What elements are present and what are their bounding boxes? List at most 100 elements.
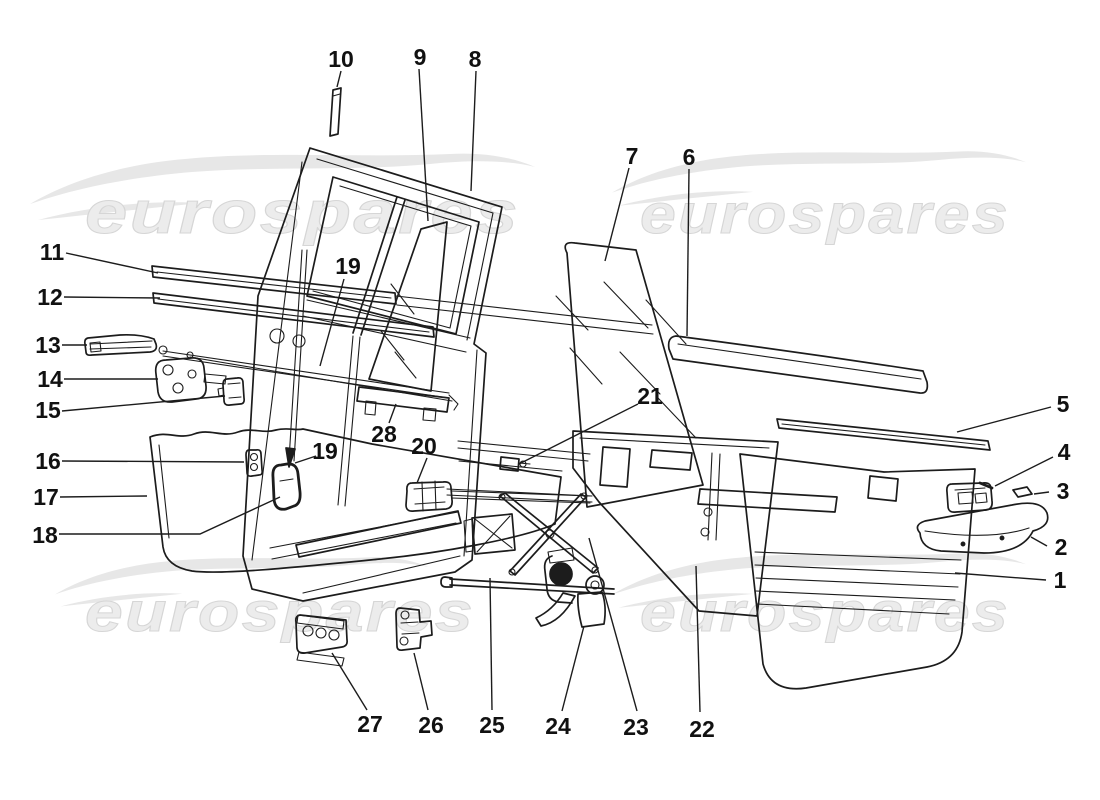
part-label-9[interactable]: 9 [414, 44, 427, 70]
part-label-3[interactable]: 3 [1057, 478, 1070, 504]
leader-line-15 [61, 395, 226, 412]
leader-line-22 [695, 565, 701, 713]
leader-line-5 [956, 406, 1052, 433]
part-callout-25: 25 [479, 577, 505, 738]
part-callout-24: 24 [545, 625, 585, 739]
part-label-4[interactable]: 4 [1058, 439, 1071, 465]
part-label-11[interactable]: 11 [40, 239, 65, 265]
leader-line-25 [489, 577, 493, 711]
leader-line-9 [418, 68, 429, 222]
belt-rails [457, 440, 721, 541]
lower-hinge-mount [463, 513, 516, 555]
trim-clip-3 [1012, 486, 1033, 498]
watermark-text: eurospares [85, 179, 520, 246]
regulator-rod-25 [440, 576, 615, 595]
leader-line-26 [413, 652, 429, 711]
leader-line-24 [561, 625, 585, 712]
leader-line-19 [319, 278, 345, 367]
door-glass [555, 241, 838, 513]
part-label-22[interactable]: 22 [689, 716, 715, 742]
leader-line-11 [65, 252, 159, 274]
window-rail-strip-11 [151, 265, 654, 335]
door-outer-skin [149, 428, 562, 573]
leader-line-7 [604, 167, 630, 262]
part-callout-15: 15 [35, 395, 226, 423]
watermark-0: eurospares [30, 153, 535, 247]
watermark-text: eurospares [640, 580, 1010, 643]
part-label-24[interactable]: 24 [545, 713, 571, 739]
watermark-2: eurospares [55, 557, 475, 644]
regulator-guide-rail [405, 480, 591, 512]
lock-actuator [271, 462, 302, 511]
vent-quarter-glass [368, 221, 448, 392]
leader-line-1 [954, 572, 1047, 581]
part-label-7[interactable]: 7 [626, 143, 639, 169]
part-callout-2: 2 [1030, 534, 1068, 560]
part-label-15[interactable]: 15 [35, 397, 61, 423]
part-label-10[interactable]: 10 [328, 46, 354, 72]
leader-line-3 [1033, 491, 1050, 495]
part-label-26[interactable]: 26 [418, 712, 444, 738]
window-rail-strip-12 [152, 292, 435, 338]
part-callout-8: 8 [469, 46, 482, 192]
leader-line-27 [331, 652, 368, 711]
leader-line-10 [336, 70, 342, 88]
part-label-18[interactable]: 18 [32, 522, 58, 548]
part-callout-5: 5 [956, 391, 1070, 433]
door-handle-exterior [83, 333, 158, 357]
part-label-21[interactable]: 21 [637, 383, 663, 409]
part-label-20[interactable]: 20 [411, 433, 437, 459]
part-label-14[interactable]: 14 [37, 366, 63, 392]
leader-line-16 [61, 460, 245, 463]
lock-striker [245, 448, 264, 478]
part-callout-12: 12 [37, 284, 161, 310]
interior-handle-bezel [946, 481, 994, 513]
part-callout-17: 17 [33, 484, 148, 510]
door-trim-panel [739, 453, 976, 690]
door-lock-mechanism [154, 345, 227, 403]
watermark-text: eurospares [85, 580, 475, 643]
regulator-crank-unit [535, 547, 606, 628]
part-label-6[interactable]: 6 [683, 144, 696, 170]
part-label-16[interactable]: 16 [35, 448, 61, 474]
part-label-25[interactable]: 25 [479, 712, 505, 738]
part-label-8[interactable]: 8 [469, 46, 482, 72]
glass-channel-28 [356, 386, 450, 422]
part-callout-3: 3 [1033, 478, 1070, 504]
part-callout-4: 4 [994, 439, 1071, 487]
outer-waist-strip-6 [667, 335, 929, 394]
part-label-1[interactable]: 1 [1054, 567, 1067, 593]
part-label-2[interactable]: 2 [1055, 534, 1068, 560]
part-label-19[interactable]: 19 [335, 253, 361, 279]
leader-line-17 [59, 495, 148, 498]
mount-bracket-27 [294, 614, 348, 667]
inner-door-panel [572, 430, 779, 617]
part-label-28[interactable]: 28 [371, 421, 397, 447]
part-label-23[interactable]: 23 [623, 714, 649, 740]
part-callout-27: 27 [331, 652, 383, 737]
part-label-27[interactable]: 27 [357, 711, 383, 737]
leader-line-28 [388, 403, 397, 424]
part-label-13[interactable]: 13 [35, 332, 61, 358]
watermark-layer: eurospares eurospares eurospares eurospares [30, 151, 1027, 644]
part-label-17[interactable]: 17 [33, 484, 59, 510]
part-callout-20: 20 [411, 433, 437, 484]
part-label-12[interactable]: 12 [37, 284, 63, 310]
leader-line-2 [1030, 536, 1048, 547]
part-callout-11: 11 [40, 239, 159, 274]
part-callout-21: 21 [518, 383, 663, 465]
part-callout-16: 16 [35, 448, 245, 474]
part-callout-26: 26 [413, 652, 444, 738]
watermark-text: eurospares [640, 182, 1010, 245]
leader-line-8 [470, 70, 477, 192]
leader-line-12 [63, 296, 161, 299]
part-label-19[interactable]: 19 [312, 438, 338, 464]
part-callout-23: 23 [588, 537, 649, 740]
door-hinge [217, 377, 246, 406]
leader-line-21 [518, 403, 639, 465]
part-callout-18: 18 [32, 496, 281, 548]
part-callout-6: 6 [683, 144, 696, 337]
part-label-5[interactable]: 5 [1057, 391, 1070, 417]
